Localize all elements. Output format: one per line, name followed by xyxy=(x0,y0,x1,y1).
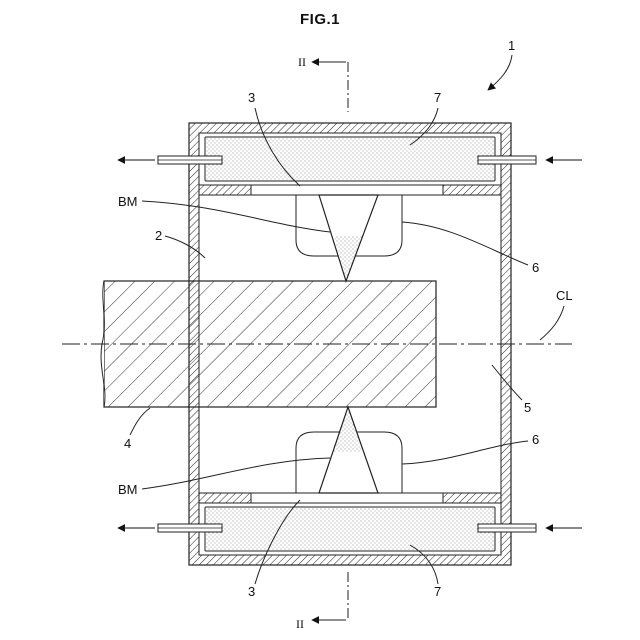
chamber-bottom xyxy=(199,493,501,555)
label-chamber-bottom: 7 xyxy=(434,584,441,599)
label-shaft: 4 xyxy=(124,436,131,451)
label-inner-wall: 5 xyxy=(524,400,531,415)
pipe-top-right xyxy=(478,156,536,164)
pipe-bottom-left xyxy=(158,524,222,532)
leader-centerline xyxy=(540,306,564,340)
leader-shaft xyxy=(130,408,150,435)
chamber-top xyxy=(199,133,501,195)
label-chamber-top: 7 xyxy=(434,90,441,105)
label-nozzle-top: 6 xyxy=(532,260,539,275)
label-beam-bottom: BM xyxy=(118,482,138,497)
leader-apparatus xyxy=(488,55,512,90)
label-apparatus: 1 xyxy=(508,38,515,53)
figure-title: FIG.1 xyxy=(300,11,340,28)
section-label-bottom: II xyxy=(296,617,304,631)
label-window-top: 3 xyxy=(248,90,255,105)
section-label-top: II xyxy=(298,55,306,69)
label-nozzle-bottom: 6 xyxy=(532,432,539,447)
pipe-bottom-right xyxy=(478,524,536,532)
label-beam-top: BM xyxy=(118,194,138,209)
label-centerline: CL xyxy=(556,288,573,303)
label-window-bottom: 3 xyxy=(248,584,255,599)
label-housing: 2 xyxy=(155,228,162,243)
pipe-top-left xyxy=(158,156,222,164)
